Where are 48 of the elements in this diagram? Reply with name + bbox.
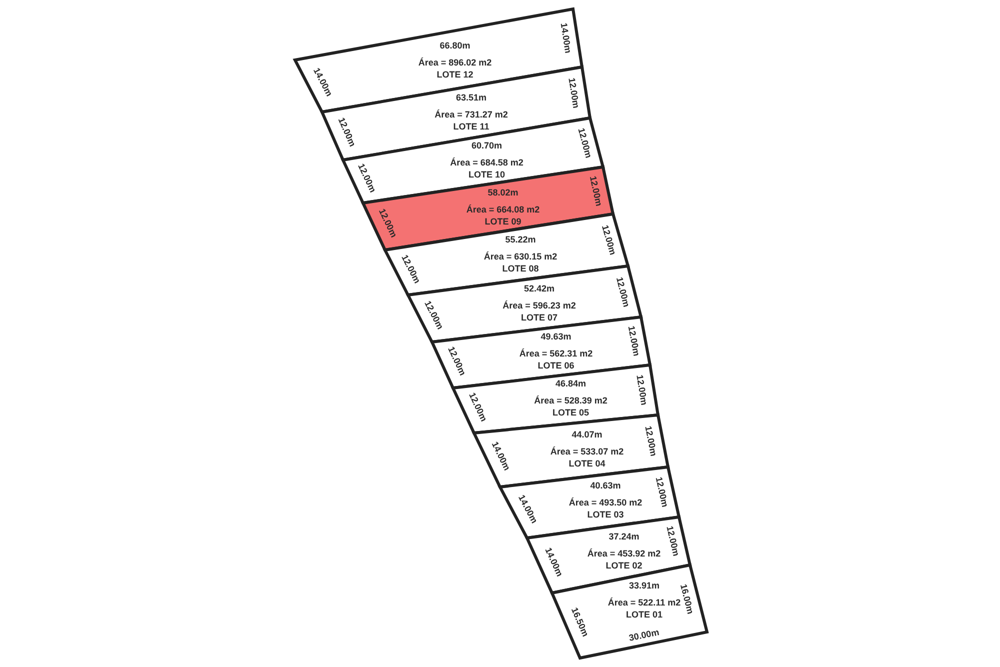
area-label: Área = 596.23 m2: [502, 300, 576, 310]
area-label: Área = 522.11 m2: [608, 598, 681, 608]
frontage-dimension: 44.07m: [572, 429, 602, 439]
lot-label: LOTE 07: [520, 312, 558, 322]
frontage-dimension: 60.70m: [471, 140, 502, 150]
frontage-dimension: 33.91m: [628, 580, 660, 590]
area-label: Área = 664.08 m2: [466, 204, 540, 214]
lot-label: LOTE 03: [587, 510, 624, 520]
lot-label: LOTE 05: [552, 408, 589, 418]
lot-label: LOTE 04: [568, 458, 606, 468]
side-dimension: 30.00m: [628, 627, 660, 643]
side-dimension: 12.00m: [643, 425, 659, 457]
area-label: Área = 684.58 m2: [450, 158, 524, 168]
side-dimension: 14.00m: [558, 22, 573, 54]
side-dimension: 12.00m: [614, 275, 632, 308]
side-dimension: 12.00m: [576, 126, 594, 159]
area-label: Área = 731.27 m2: [434, 110, 508, 120]
side-dimension: 12.00m: [634, 374, 650, 406]
side-dimension: 12.00m: [566, 76, 582, 108]
side-dimension: 12.00m: [599, 224, 618, 256]
area-label: Área = 630.15 m2: [484, 252, 558, 262]
area-label: Área = 453.92 m2: [587, 548, 661, 559]
area-label: Área = 896.02 m2: [418, 58, 492, 68]
side-dimension: 12.00m: [626, 325, 642, 357]
area-label: Área = 562.31 m2: [519, 348, 593, 358]
lot-label: LOTE 08: [502, 264, 539, 274]
frontage-dimension: 58.02m: [488, 187, 518, 197]
lot-label: LOTE 12: [436, 70, 474, 80]
side-dimension: 12.00m: [588, 174, 604, 206]
frontage-dimension: 49.63m: [540, 332, 572, 342]
lot-label: LOTE 02: [606, 560, 642, 571]
lot-label: LOTE 11: [453, 122, 490, 132]
lot-label: LOTE 10: [468, 170, 505, 180]
lot-label: LOTE 06: [538, 360, 574, 370]
area-label: Área = 493.50 m2: [568, 498, 642, 508]
frontage-dimension: 66.80m: [440, 40, 470, 50]
frontage-dimension: 55.22m: [505, 234, 536, 245]
side-dimension: 12.00m: [653, 476, 670, 508]
area-label: Área = 528.39 m2: [534, 396, 608, 406]
lot-label: LOTE 01: [626, 610, 662, 620]
area-label: Área = 533.07 m2: [550, 446, 624, 456]
frontage-dimension: 52.42m: [524, 284, 555, 294]
lot-label: LOTE 09: [484, 216, 522, 226]
frontage-dimension: 37.24m: [608, 532, 640, 542]
frontage-dimension: 63.51m: [456, 92, 487, 103]
side-dimension: 12.00m: [664, 525, 681, 557]
frontage-dimension: 40.63m: [590, 480, 621, 491]
frontage-dimension: 46.84m: [555, 378, 586, 389]
